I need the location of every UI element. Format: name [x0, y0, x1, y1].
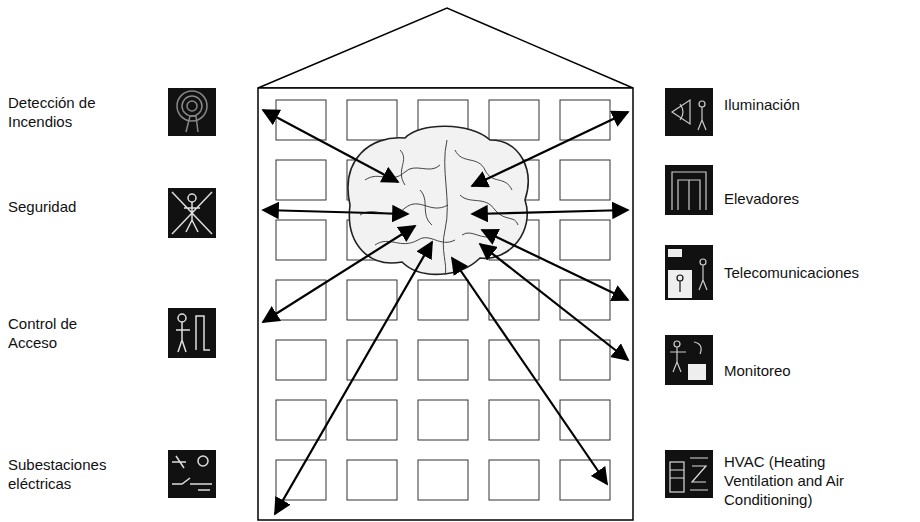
window	[560, 460, 610, 500]
window	[560, 100, 610, 140]
fire-icon	[168, 88, 216, 136]
system-label: Iluminación	[724, 95, 894, 114]
monitoring-icon	[665, 335, 713, 385]
window	[489, 400, 539, 440]
window	[276, 220, 326, 260]
window	[276, 160, 326, 200]
lighting-icon	[665, 88, 713, 136]
brain	[348, 126, 528, 275]
window-grid	[276, 100, 610, 500]
window	[418, 400, 468, 440]
window	[347, 100, 397, 140]
system-label: Control de Acceso	[8, 314, 120, 352]
system-label: Elevadores	[724, 189, 894, 208]
window	[489, 280, 539, 320]
system-label: Detección de Incendios	[8, 93, 120, 131]
window	[560, 280, 610, 320]
window	[418, 340, 468, 380]
window	[560, 220, 610, 260]
system-icons	[168, 88, 713, 498]
window	[418, 280, 468, 320]
window	[560, 400, 610, 440]
window	[276, 400, 326, 440]
access-icon	[168, 308, 216, 358]
building	[258, 8, 633, 520]
window	[560, 340, 610, 380]
system-label: Subestaciones eléctricas	[8, 455, 128, 493]
window	[489, 100, 539, 140]
window	[347, 400, 397, 440]
connection-arrows	[263, 110, 628, 514]
security-icon	[168, 188, 216, 238]
system-label: Monitoreo	[724, 361, 894, 380]
window	[347, 460, 397, 500]
system-label: HVAC (Heating Ventilation and Air Condit…	[724, 452, 884, 509]
hvac-icon	[665, 450, 713, 498]
window	[418, 460, 468, 500]
substation-icon	[168, 450, 216, 498]
window	[276, 460, 326, 500]
system-label: Seguridad	[8, 197, 120, 216]
telecom-icon	[665, 245, 713, 300]
window	[560, 160, 610, 200]
elevator-icon	[665, 165, 713, 215]
window	[489, 460, 539, 500]
window	[276, 340, 326, 380]
system-label: Telecomunicaciones	[724, 263, 904, 282]
